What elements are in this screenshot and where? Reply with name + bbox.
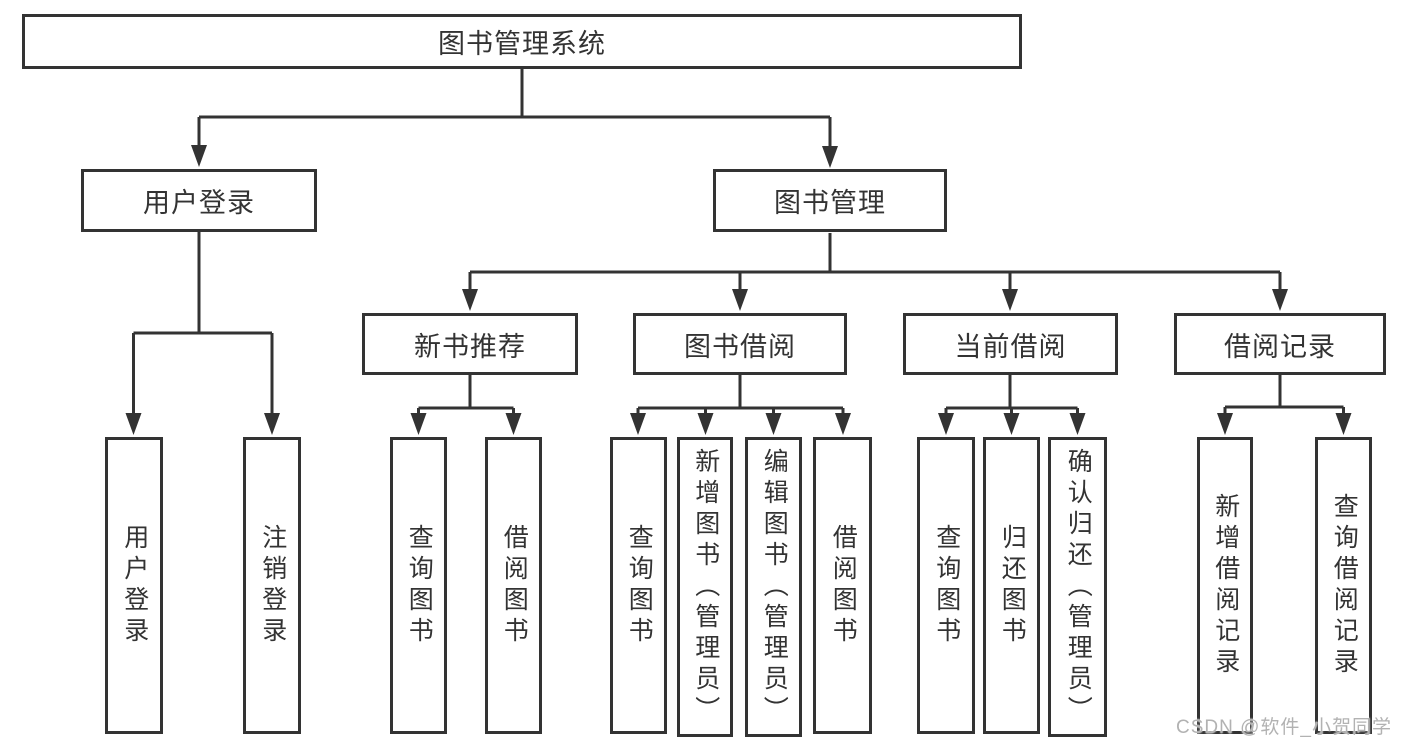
- leaf-edit-book-admin: 编辑图书（管理员）: [745, 437, 802, 737]
- leaf-add-borrow-record: 新增借阅记录: [1197, 437, 1253, 734]
- leaf-edit-book-admin-label: 编辑图书（管理员）: [760, 447, 789, 727]
- book-mgmt-node-label: 图书管理: [774, 188, 886, 218]
- borrow-records-node: 借阅记录: [1174, 313, 1386, 375]
- leaf-query-borrow-record-label: 查询借阅记录: [1330, 492, 1359, 679]
- leaf-user-login-label: 用户登录: [120, 523, 149, 648]
- book-borrow-node-label: 图书借阅: [684, 331, 796, 362]
- leaf-query-books-2: 查询图书: [610, 437, 667, 734]
- leaf-borrow-books-1: 借阅图书: [485, 437, 542, 734]
- new-books-node: 新书推荐: [362, 313, 578, 375]
- leaf-query-books-3: 查询图书: [917, 437, 975, 734]
- new-books-node-label: 新书推荐: [414, 331, 526, 362]
- root-node: 图书管理系统: [22, 14, 1022, 69]
- leaf-borrow-books-2: 借阅图书: [813, 437, 872, 734]
- arrowheads: [125, 145, 1352, 435]
- leaf-confirm-return-admin: 确认归还（管理员）: [1048, 437, 1107, 737]
- user-login-node: 用户登录: [81, 169, 317, 232]
- leaf-query-books-1: 查询图书: [390, 437, 447, 734]
- leaf-add-borrow-record-label: 新增借阅记录: [1211, 492, 1240, 679]
- leaf-return-book: 归还图书: [983, 437, 1040, 734]
- book-borrow-node: 图书借阅: [633, 313, 847, 375]
- user-login-node-label: 用户登录: [143, 188, 255, 218]
- watermark: CSDN @软件_小贺同学: [1176, 717, 1392, 738]
- leaf-borrow-books-2-label: 借阅图书: [829, 523, 858, 648]
- leaf-confirm-return-admin-label: 确认归还（管理员）: [1064, 447, 1093, 727]
- current-borrow-node: 当前借阅: [903, 313, 1118, 375]
- leaf-user-login: 用户登录: [105, 437, 163, 734]
- current-borrow-node-label: 当前借阅: [954, 331, 1067, 362]
- leaf-query-books-2-label: 查询图书: [625, 523, 654, 648]
- leaf-add-book-admin: 新增图书（管理员）: [677, 437, 733, 737]
- leaf-query-borrow-record: 查询借阅记录: [1315, 437, 1372, 734]
- leaf-logout-label: 注销登录: [258, 523, 287, 648]
- book-mgmt-node: 图书管理: [713, 169, 947, 232]
- root-node-label: 图书管理系统: [438, 29, 606, 59]
- leaf-query-books-1-label: 查询图书: [405, 523, 434, 648]
- leaf-query-books-3-label: 查询图书: [932, 523, 961, 648]
- leaf-borrow-books-1-label: 借阅图书: [500, 523, 529, 648]
- leaf-add-book-admin-label: 新增图书（管理员）: [691, 447, 720, 727]
- borrow-records-node-label: 借阅记录: [1224, 331, 1336, 362]
- leaf-logout: 注销登录: [243, 437, 301, 734]
- leaf-return-book-label: 归还图书: [998, 523, 1027, 648]
